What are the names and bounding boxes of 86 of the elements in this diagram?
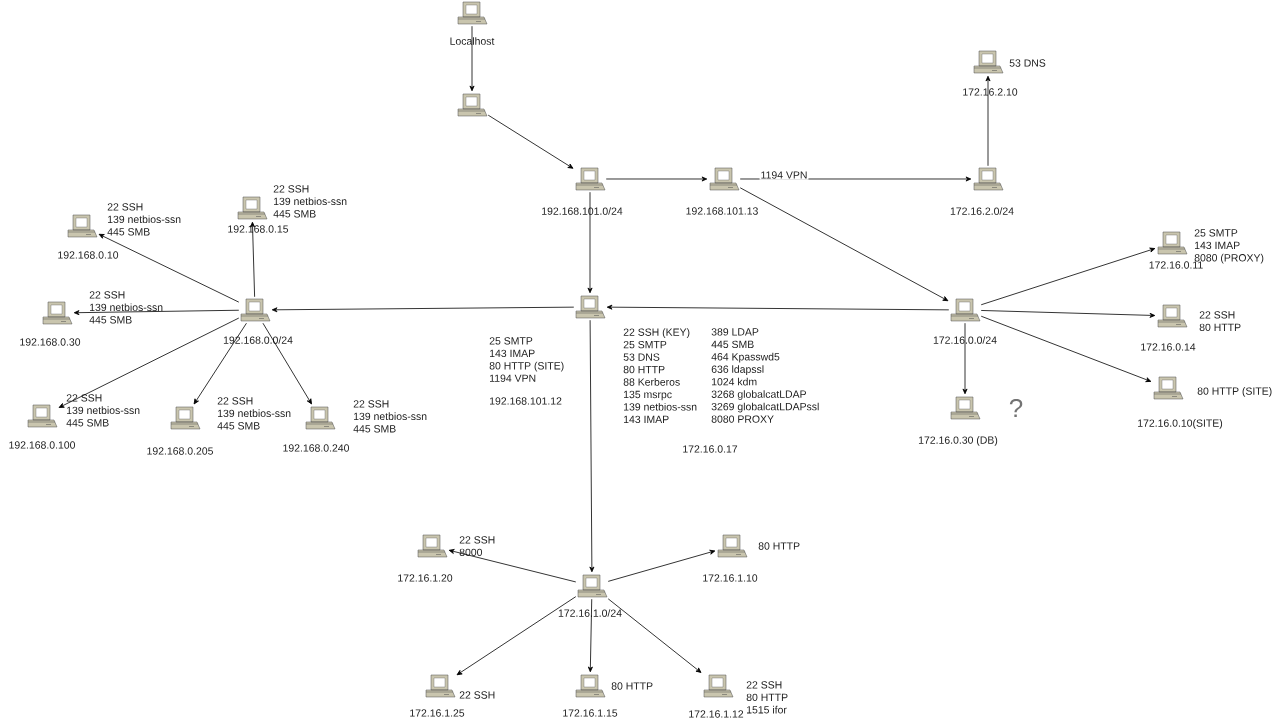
side-label: 22 SSH [459,691,495,699]
port-list: 25 SMTP 143 IMAP 80 HTTP (SITE) 1194 VPN [489,337,564,382]
arrow [271,306,575,313]
host-label: 172.16.1.25 [410,709,465,717]
arrow [739,187,949,302]
host-label: 192.168.0.10 [58,251,119,259]
host-label: 172.16.1.20 [398,574,453,582]
arrow [193,322,247,405]
arrow [605,176,708,182]
arrow [487,114,574,169]
node-label: 80 HTTP (SITE) [489,361,564,372]
arrow [587,598,593,673]
port-list: 22 SSH 139 netbios-ssn 445 SMB [217,397,291,430]
node-label: 3268 globalcatLDAP [711,390,806,400]
host-label: 192.168.0.240 [283,444,350,452]
host-label: Localhost [450,37,495,45]
arrow [607,549,716,582]
host-label: 172.16.0.14 [1141,343,1196,351]
arrow [980,315,1152,383]
port-list: 22 SSH 8000 [459,536,495,557]
arrow [262,322,312,405]
host-label: 192.168.0.30 [20,338,81,346]
arrow [250,221,256,298]
arrow [606,304,950,311]
side-label: ? [1009,398,1023,418]
node-label: 445 SMB [711,340,754,349]
host-label: 172.16.2.0/24 [950,207,1014,215]
host-label: 172.16.0.30 (DB) [918,436,998,446]
host-label: 172.16.2.10 [963,88,1018,96]
port-list: 22 SSH 139 netbios-ssn 445 SMB [66,394,140,427]
host-label: 192.168.101.13 [686,207,758,215]
node-label: 8080 PROXY [711,415,774,423]
side-label: 53 DNS [1009,59,1046,67]
host-label: 192.168.0.205 [147,447,213,455]
arrow [587,191,593,294]
node-label: 636 ldapssl [711,365,764,376]
node-label: 143 IMAP [624,415,669,424]
port-list: 22 SSH 139 netbios-ssn 445 SMB [353,400,427,433]
node-label: 22 SSH (KEY) [623,328,690,338]
port-list: 22 SSH 80 HTTP 1515 ifor [746,681,788,714]
side-label: 172.16.0.17 [683,445,738,453]
arrow [980,310,1156,318]
node-label: 389 LDAP [711,328,759,336]
side-label: 80 HTTP (SITE) [1197,387,1272,397]
side-label: 192.168.101.12 [490,397,562,405]
host-label: 172.16.1.12 [689,710,744,718]
node-label: 3269 globalcatLDAPssl [711,402,819,413]
node-label: 25 SMTP [623,340,667,349]
port-list: 22 SSH 139 netbios-ssn 445 SMB [107,203,181,236]
node-label: 80 HTTP [623,365,665,374]
node-label: 1024 kdm [712,377,757,386]
arrow [985,75,991,167]
host-label: 192.168.101.0/24 [542,207,623,215]
computer-icon [457,93,488,117]
node-label: 88 Kerberos [623,378,680,386]
side-label: 80 HTTP [611,682,653,690]
arrow [607,598,702,673]
host-label: 172.16.1.15 [563,709,618,717]
arrow [448,549,577,583]
arrow [469,25,475,92]
node-label: 464 Kpasswd5 [711,352,780,363]
host-label: 172.16.1.10 [703,574,758,582]
node-label: 135 msrpc [624,390,672,401]
port-list: 389 LDAP 445 SMB 464 Kpasswd5 636 ldapssl 1024 kdm 3268 globalcatLDAP 3269 globalcatLDAPssl 8080 PROXY [711,328,819,423]
arrow [589,319,595,573]
arrow [98,233,240,303]
edge-label: 1194 VPN [759,170,809,180]
port-list: 22 SSH 139 netbios-ssn 445 SMB [273,185,347,218]
node-label: 143 IMAP [490,349,535,358]
host-label: 172.16.0.11 [1149,261,1203,269]
port-list: 22 SSH 139 netbios-ssn 445 SMB [89,291,163,324]
arrow [980,247,1156,306]
node-label: 25 SMTP [489,337,533,345]
host-label: 172.16.0.10(SITE) [1138,419,1223,429]
port-list: 22 SSH 80 HTTP [1199,311,1241,332]
node-label: 53 DNS [623,353,660,361]
arrow [58,317,240,408]
node-label: 139 netbios-ssn [624,402,697,411]
node-label: 1194 VPN [490,374,536,382]
arrow [456,596,577,676]
side-label: 80 HTTP [758,542,800,550]
port-list: 22 SSH (KEY) 25 SMTP 53 DNS 80 HTTP 88 Kerberos 135 msrpc 139 netbios-ssn 143 IMAP [623,328,697,424]
arrow [73,309,240,316]
arrow [962,322,968,395]
host-label: 172.16.0.0/24 [933,336,997,344]
host-label: 192.168.0.100 [9,441,76,449]
